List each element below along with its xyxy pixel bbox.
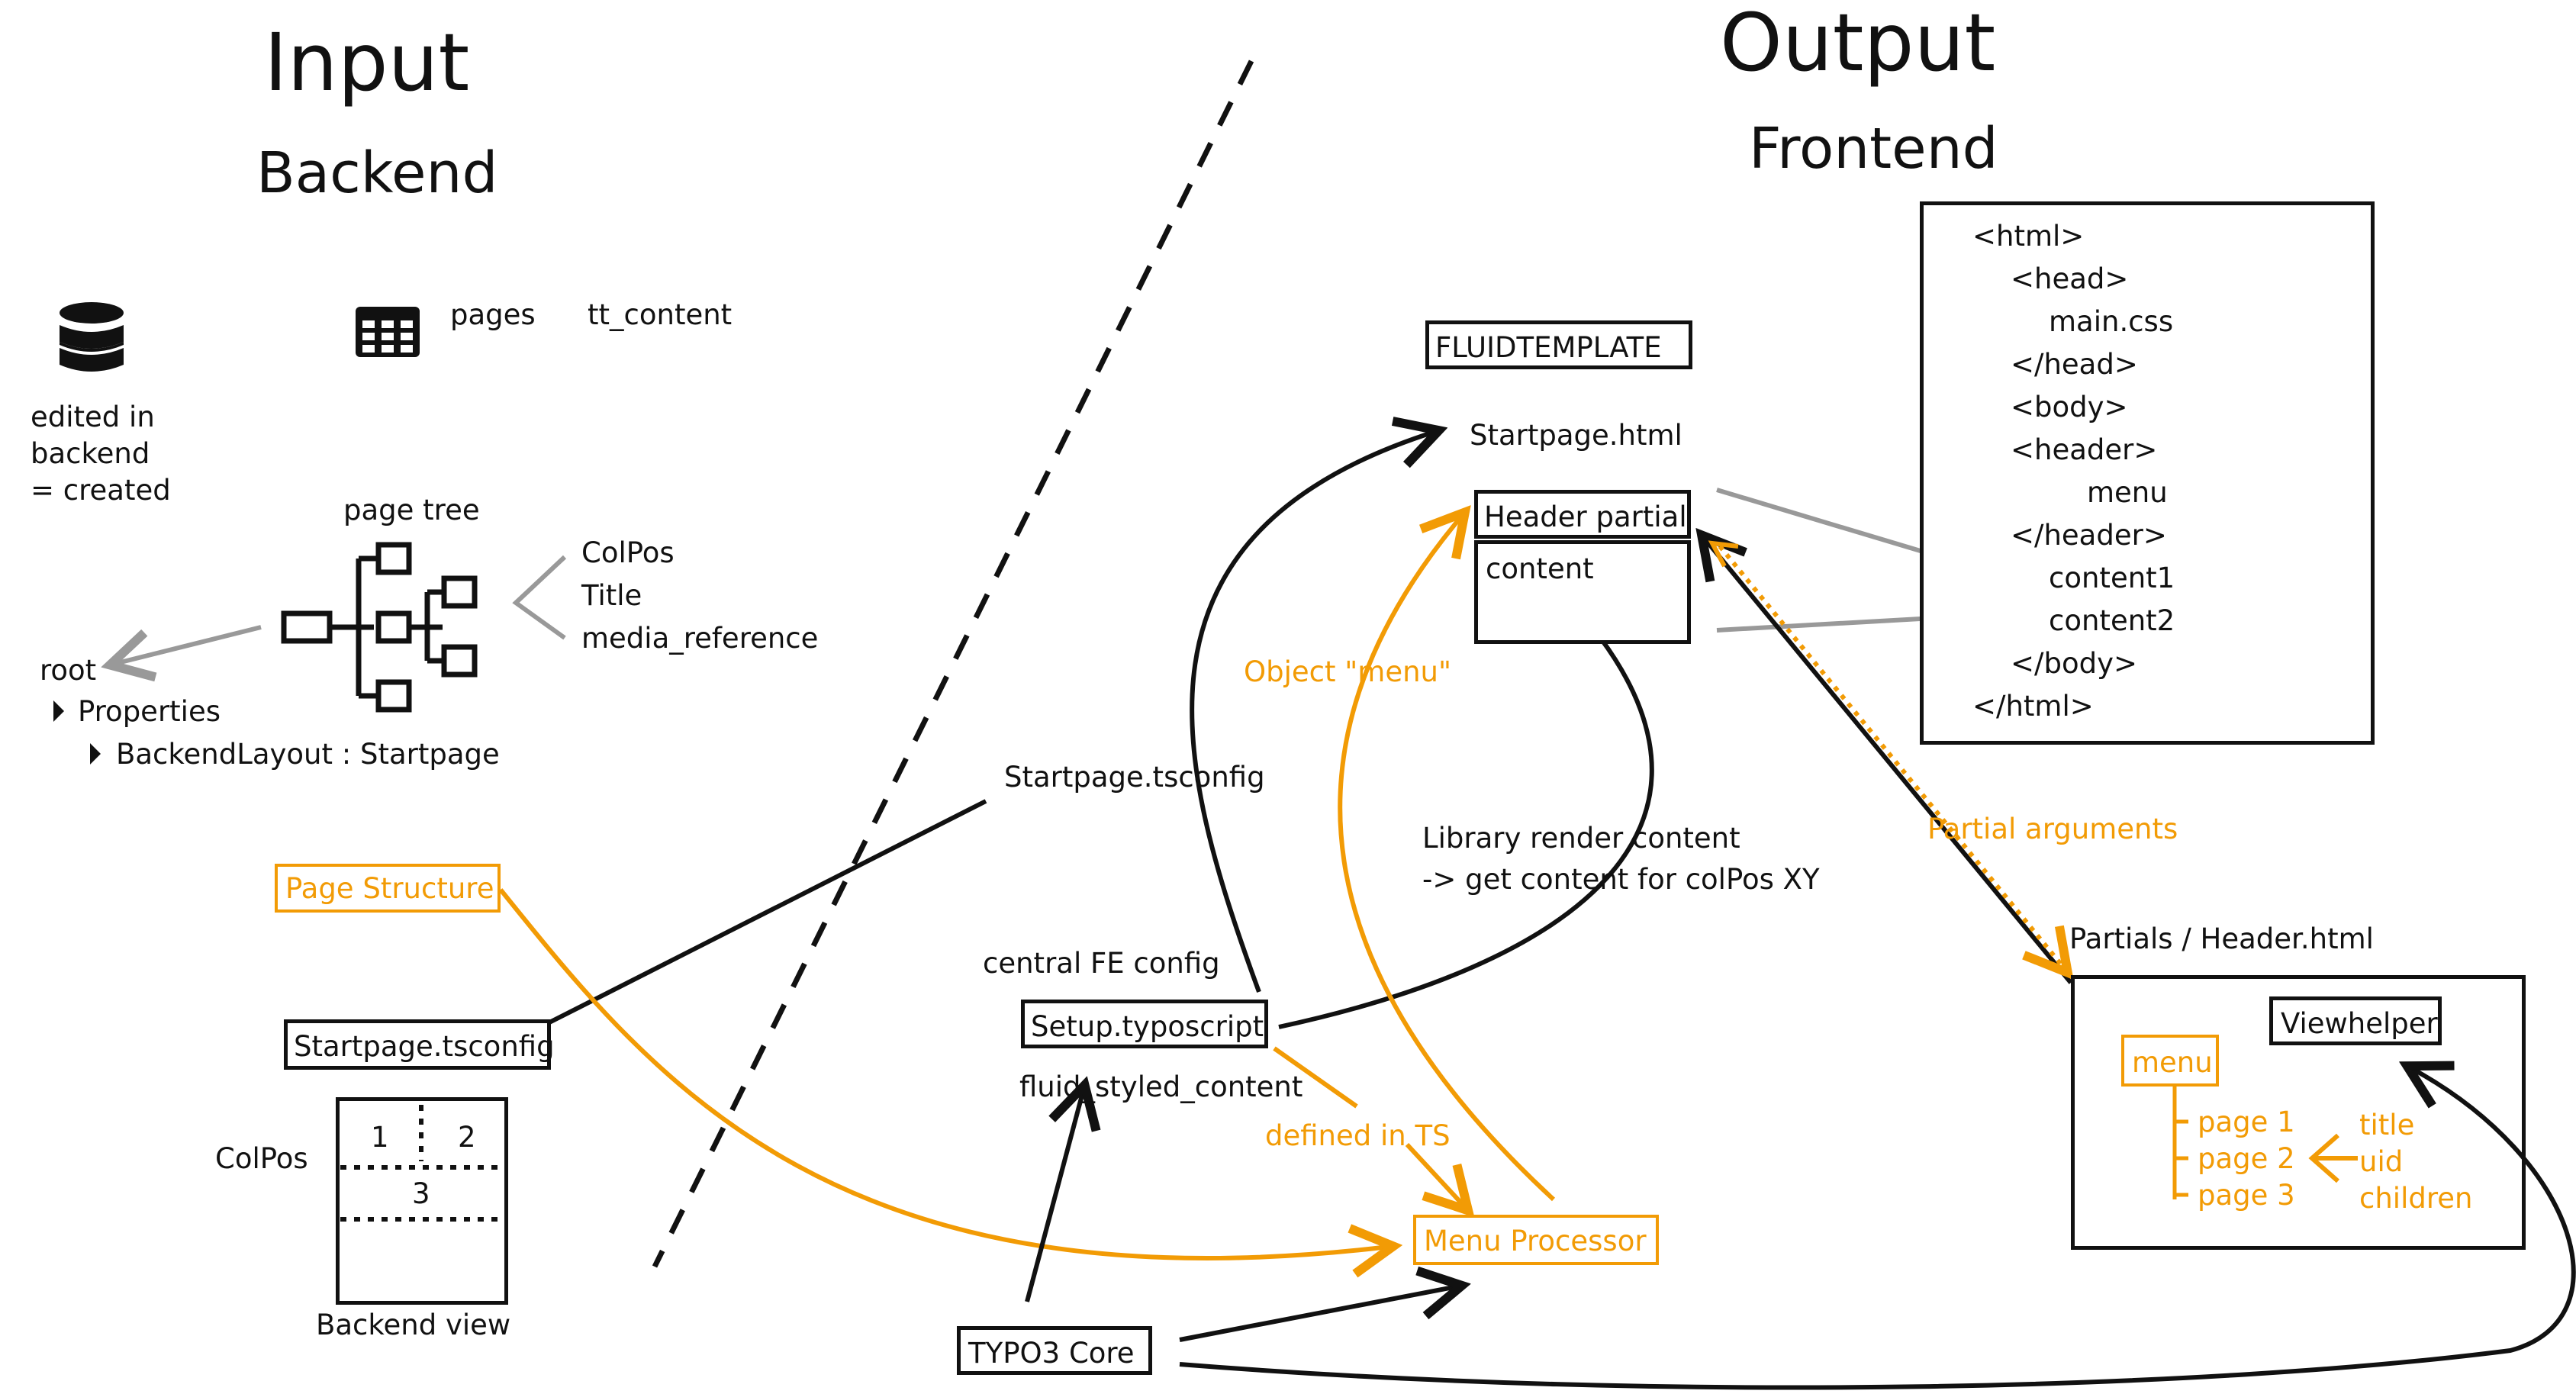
html-line-main-css: main.css <box>2049 305 2174 338</box>
frontend-heading: Frontend <box>1749 116 1998 182</box>
html-line-body-close: </body> <box>2011 647 2137 680</box>
table-icon <box>356 307 420 357</box>
library-render-line1: Library render content <box>1422 822 1740 855</box>
db-caption-line3: = created <box>31 474 171 507</box>
menu-prop-children: children <box>2359 1182 2473 1215</box>
partials-header-html-label: Partials / Header.html <box>2069 922 2374 955</box>
menu-page-2: page 2 <box>2198 1142 2295 1175</box>
setup-to-startpage-arrow <box>1190 432 1435 993</box>
page-field-title: Title <box>581 579 642 612</box>
backend-view-label: Backend view <box>316 1309 511 1341</box>
fluidtemplate-label: FLUIDTEMPLATE <box>1435 331 1662 364</box>
html-line-html-close: </html> <box>1972 690 2094 723</box>
content-box: content <box>1474 540 1691 644</box>
fluid-styled-content-label: fluid_styled_content <box>1019 1070 1303 1103</box>
setup-typoscript-label: Setup.typoscript <box>1031 1010 1264 1043</box>
central-fe-config-label: central FE config <box>983 947 1220 980</box>
colpos-label: ColPos <box>215 1142 308 1175</box>
page-field-media-reference: media_reference <box>581 622 819 655</box>
page-structure-box: Page Structure <box>275 864 501 913</box>
table-tt-content-label: tt_content <box>588 298 733 331</box>
object-menu-label: Object "menu" <box>1244 655 1452 688</box>
library-render-line2: -> get content for colPos XY <box>1422 863 1820 896</box>
output-heading: Output <box>1720 0 1996 89</box>
html-line-menu: menu <box>2087 476 2168 509</box>
partials-header-html-box <box>2071 975 2526 1250</box>
menu-processor-label: Menu Processor <box>1424 1225 1647 1257</box>
table-pages-label: pages <box>450 298 536 331</box>
html-line-header-open: <header> <box>2011 433 2158 466</box>
page-tree-icon <box>281 542 478 713</box>
setup-to-menuprocessor-b <box>1405 1142 1465 1207</box>
setup-typoscript-box: Setup.typoscript <box>1021 1000 1268 1048</box>
menu-label: menu <box>2132 1046 2213 1079</box>
header-partial-label: Header partial <box>1484 501 1687 533</box>
startpage-tsconfig-label: Startpage.tsconfig <box>1004 761 1265 794</box>
menu-processor-box: Menu Processor <box>1413 1215 1659 1265</box>
html-line-content1: content1 <box>2049 562 2175 594</box>
defined-in-ts-label: defined in TS <box>1265 1119 1451 1152</box>
startpage-tsconfig-box-label: Startpage.tsconfig <box>294 1030 555 1063</box>
menu-page-3: page 3 <box>2198 1179 2295 1212</box>
fluidtemplate-box: FLUIDTEMPLATE <box>1425 320 1692 369</box>
menu-box: menu <box>2121 1035 2219 1087</box>
db-caption-line1: edited in <box>31 401 155 433</box>
setup-to-content-arrow <box>1278 598 1654 1029</box>
database-icon <box>60 302 124 372</box>
setup-to-menuprocessor-a <box>1273 1046 1358 1109</box>
backendlayout-triangle-icon <box>90 743 101 765</box>
tsconfig-connector <box>548 799 987 1025</box>
page-structure-label: Page Structure <box>285 872 494 905</box>
core-to-fluid-arrow <box>1025 1090 1084 1302</box>
partial-arguments-label: Partial arguments <box>1927 813 2178 845</box>
pagestructure-to-menuprocessor-arrow <box>498 888 1389 1258</box>
page-field-colpos: ColPos <box>581 536 675 569</box>
properties-triangle-icon <box>53 700 64 722</box>
partial-arguments-start-head <box>1708 540 1739 568</box>
menu-page-1: page 1 <box>2198 1106 2295 1138</box>
colpos-number-2: 2 <box>458 1121 476 1154</box>
html-line-header-close: </header> <box>2011 519 2167 552</box>
tree-to-root-arrow <box>114 625 262 664</box>
page-tree-label: page tree <box>343 494 480 526</box>
divider-dashed-line <box>652 60 1254 1268</box>
backend-view-frame <box>336 1097 508 1305</box>
properties-label: Properties <box>78 695 221 728</box>
menu-prop-uid: uid <box>2359 1145 2404 1178</box>
colpos-number-3: 3 <box>412 1177 430 1210</box>
props-chevron <box>2308 1133 2339 1183</box>
html-line-content2: content2 <box>2049 604 2175 637</box>
db-caption-line2: backend <box>31 437 150 470</box>
input-heading: Input <box>264 16 470 109</box>
core-to-menuprocessor-arrow <box>1179 1286 1457 1342</box>
backend-heading: Backend <box>256 140 498 206</box>
content-label: content <box>1486 552 1594 585</box>
root-label: root <box>40 654 97 687</box>
html-line-body-open: <body> <box>2011 391 2128 423</box>
header-partial-box: Header partial <box>1474 490 1691 539</box>
html-line-head-close: </head> <box>2011 348 2138 381</box>
typo3-core-box: TYPO3 Core <box>957 1326 1152 1375</box>
html-line-html-open: <html> <box>1972 220 2085 253</box>
typo3-core-label: TYPO3 Core <box>968 1337 1135 1370</box>
colpos-number-1: 1 <box>371 1121 389 1154</box>
html-output-box: <html> <head> main.css </head> <body> <h… <box>1920 201 2375 745</box>
viewhelper-box: Viewhelper <box>2269 996 2442 1045</box>
fields-chevron <box>512 555 567 640</box>
core-to-viewhelper-arrow <box>1179 1068 2576 1390</box>
html-line-head-open: <head> <box>2011 262 2129 295</box>
backendlayout-label: BackendLayout : Startpage <box>116 738 500 771</box>
menu-prop-title: title <box>2359 1109 2415 1141</box>
headerhtml-to-headerpartial-arrow <box>1705 539 2073 984</box>
viewhelper-label: Viewhelper <box>2281 1007 2438 1040</box>
startpage-tsconfig-box: Startpage.tsconfig <box>284 1019 555 1070</box>
menuprocessor-to-header-arrow <box>1338 516 1556 1202</box>
startpage-html-label: Startpage.html <box>1470 419 1682 452</box>
